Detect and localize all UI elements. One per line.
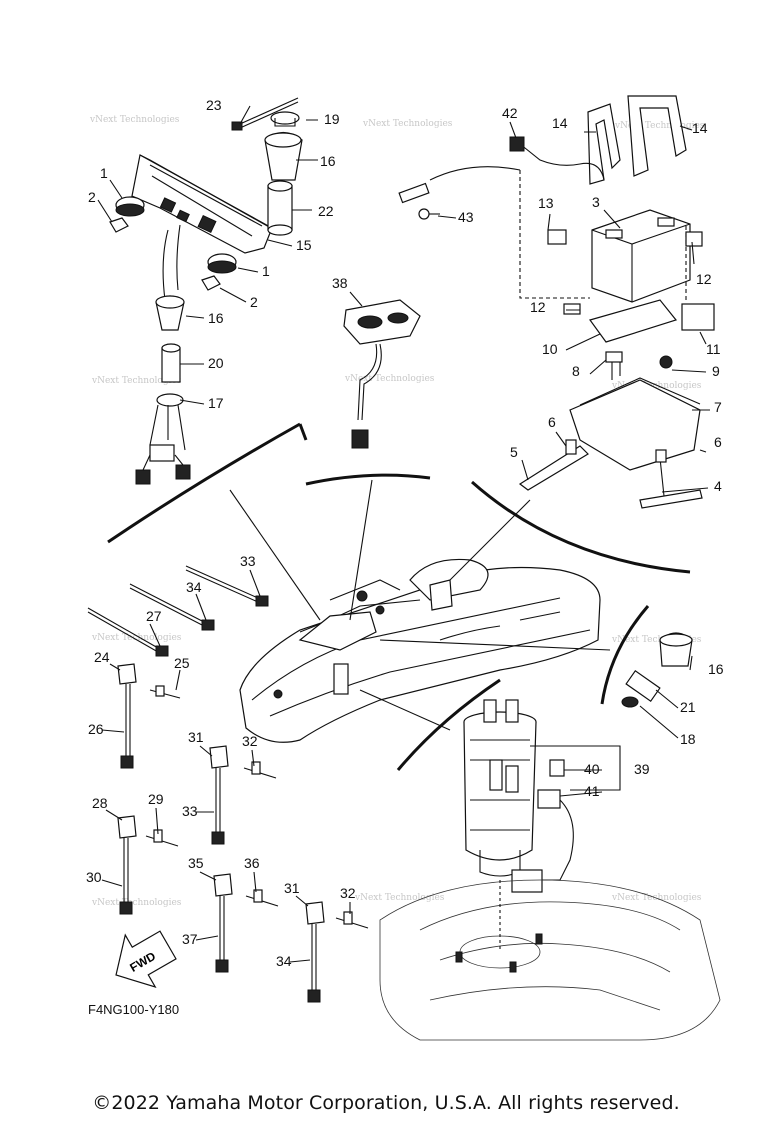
cap-assembly xyxy=(231,97,303,236)
callout-28: 28 xyxy=(92,795,108,811)
callout-41: 41 xyxy=(584,783,600,799)
callout-21: 21 xyxy=(680,699,696,715)
leader-lines xyxy=(97,105,710,963)
callout-33: 33 xyxy=(182,803,198,819)
callout-26: 26 xyxy=(88,721,104,737)
callout-22: 22 xyxy=(318,203,334,219)
callout-4: 4 xyxy=(714,478,722,494)
callout-38: 38 xyxy=(332,275,348,291)
fwd-arrow-icon: FWD xyxy=(115,930,177,988)
callout-30: 30 xyxy=(86,869,102,885)
callout-9: 9 xyxy=(712,363,720,379)
callout-24: 24 xyxy=(94,649,110,665)
watermark: vNext Technologies xyxy=(362,119,453,129)
section-brackets xyxy=(107,422,691,771)
callout-40: 40 xyxy=(584,761,600,777)
callout-31: 31 xyxy=(284,880,300,896)
callout-1: 1 xyxy=(262,263,270,279)
callout-5: 5 xyxy=(510,444,518,460)
callout-23: 23 xyxy=(206,97,222,113)
callout-43: 43 xyxy=(458,209,474,225)
callout-17: 17 xyxy=(208,395,224,411)
callout-16: 16 xyxy=(208,310,224,326)
callout-36: 36 xyxy=(244,855,260,871)
callout-3: 3 xyxy=(592,194,600,210)
callout-14: 14 xyxy=(552,115,568,131)
switch-assembly xyxy=(343,299,421,449)
fuel-pump-assembly xyxy=(379,699,721,1041)
watermark: vNext Technologies xyxy=(354,893,445,903)
watermark: vNext Technologies xyxy=(614,121,705,131)
watermark: vNext Technologies xyxy=(611,381,702,391)
callout-16: 16 xyxy=(708,661,724,677)
watermark: vNext Technologies xyxy=(91,633,182,643)
callout-labels: 1 1 2 2 3 4 5 6 6 7 8 9 10 11 12 12 13 1… xyxy=(86,97,724,969)
callout-33: 33 xyxy=(240,553,256,569)
callout-39: 39 xyxy=(634,761,650,777)
callout-32: 32 xyxy=(242,733,258,749)
callout-29: 29 xyxy=(148,791,164,807)
callout-32: 32 xyxy=(340,885,356,901)
callout-37: 37 xyxy=(182,931,198,947)
callout-34: 34 xyxy=(276,953,292,969)
callout-25: 25 xyxy=(174,655,190,671)
callout-12: 12 xyxy=(696,271,712,287)
watermark: vNext Technologies xyxy=(344,374,435,384)
callout-42: 42 xyxy=(502,105,518,121)
watermark: vNext Technologies xyxy=(91,898,182,908)
callout-6: 6 xyxy=(548,414,556,430)
callout-7: 7 xyxy=(714,399,722,415)
callout-15: 15 xyxy=(296,237,312,253)
callout-2: 2 xyxy=(88,189,96,205)
watermark: vNext Technologies xyxy=(611,635,702,645)
callout-34: 34 xyxy=(186,579,202,595)
callout-13: 13 xyxy=(538,195,554,211)
callout-10: 10 xyxy=(542,341,558,357)
drawing-code: F4NG100-Y180 xyxy=(88,1002,179,1017)
battery-assembly xyxy=(398,95,715,343)
callout-11: 11 xyxy=(706,341,721,357)
battery-case xyxy=(518,351,703,509)
callout-19: 19 xyxy=(324,111,340,127)
copyright-notice: ©2022 Yamaha Motor Corporation, U.S.A. A… xyxy=(92,1092,680,1114)
callout-27: 27 xyxy=(146,608,162,624)
callout-20: 20 xyxy=(208,355,224,371)
meter-assembly xyxy=(109,154,279,485)
cable-ties xyxy=(87,565,369,1003)
right-grommet-assembly xyxy=(621,632,693,708)
watermark: vNext Technologies xyxy=(89,115,180,125)
callout-14: 14 xyxy=(692,120,708,136)
callout-6: 6 xyxy=(714,434,722,450)
callout-16: 16 xyxy=(320,153,336,169)
callout-1: 1 xyxy=(100,165,108,181)
callout-35: 35 xyxy=(188,855,204,871)
callout-18: 18 xyxy=(680,731,696,747)
callout-31: 31 xyxy=(188,729,204,745)
watercraft-illustration xyxy=(239,558,601,743)
callout-8: 8 xyxy=(572,363,580,379)
callout-2: 2 xyxy=(250,294,258,310)
callout-12: 12 xyxy=(530,299,546,315)
watermark: vNext Technologies xyxy=(91,376,182,386)
